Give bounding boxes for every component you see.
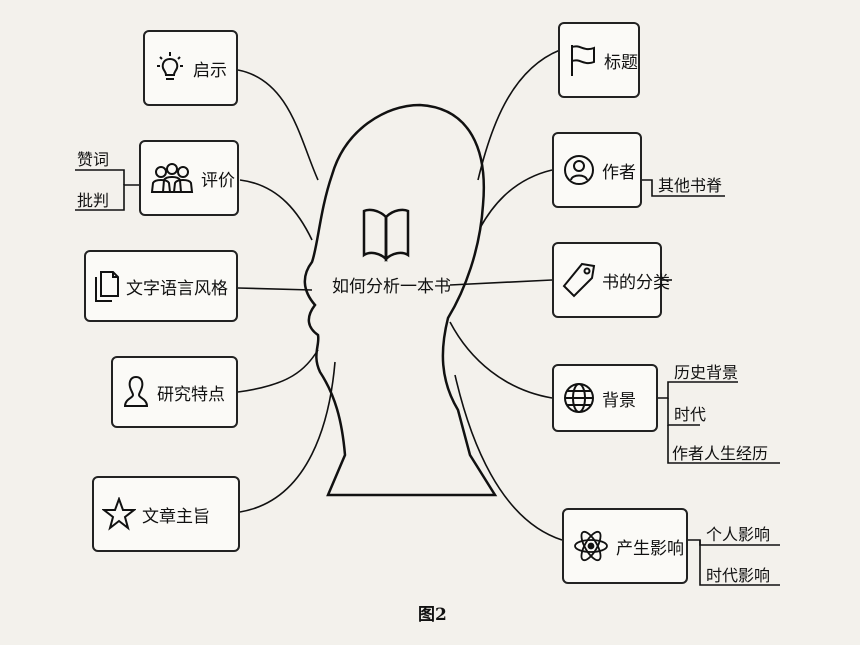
node-author: 作者 <box>552 132 642 208</box>
globe-icon <box>564 383 594 413</box>
figure-caption: 图2 <box>418 605 447 625</box>
leaf-historical-background: 历史背景 <box>674 363 739 382</box>
person-icon <box>123 375 149 407</box>
atom-icon <box>574 530 608 562</box>
node-influence: 产生影响 <box>562 508 688 584</box>
leaf-personal-influence: 个人影响 <box>706 525 771 544</box>
leaf-era: 时代 <box>674 405 707 424</box>
lightbulb-icon <box>157 52 183 80</box>
node-language-style: 文字语言风格 <box>84 250 238 322</box>
tag-icon <box>562 262 596 298</box>
node-label: 启示 <box>193 60 227 81</box>
documents-icon <box>95 271 119 302</box>
node-label: 文字语言风格 <box>126 278 228 299</box>
leaf-other-spines: 其他书脊 <box>658 176 723 195</box>
node-book-category: 书的分类 <box>552 242 670 318</box>
leaf-author-life: 作者人生经历 <box>672 444 769 463</box>
leaf-criticism: 批判 <box>77 191 110 210</box>
node-label: 评价 <box>201 170 235 191</box>
node-label: 产生影响 <box>616 538 684 559</box>
node-label: 作者 <box>602 162 636 183</box>
node-title: 标题 <box>558 22 640 98</box>
node-research-features: 研究特点 <box>111 356 238 428</box>
leaf-praise: 赞词 <box>77 150 110 169</box>
flag-icon <box>571 45 595 76</box>
node-label: 书的分类 <box>602 272 670 293</box>
person-circle-icon <box>564 155 594 185</box>
node-inspiration: 启示 <box>143 30 238 106</box>
node-background: 背景 <box>552 364 658 432</box>
node-label: 研究特点 <box>157 384 225 405</box>
leaf-era-influence: 时代影响 <box>706 566 771 585</box>
node-evaluation: 评价 <box>139 140 239 216</box>
node-label: 文章主旨 <box>142 506 210 527</box>
head-silhouette <box>303 103 498 497</box>
center-label: 如何分析一本书 <box>332 277 451 297</box>
open-book-icon <box>362 208 410 263</box>
star-icon <box>102 497 136 531</box>
people-icon <box>150 163 194 193</box>
node-label: 标题 <box>604 52 638 73</box>
node-main-idea: 文章主旨 <box>92 476 240 552</box>
node-label: 背景 <box>602 390 636 411</box>
